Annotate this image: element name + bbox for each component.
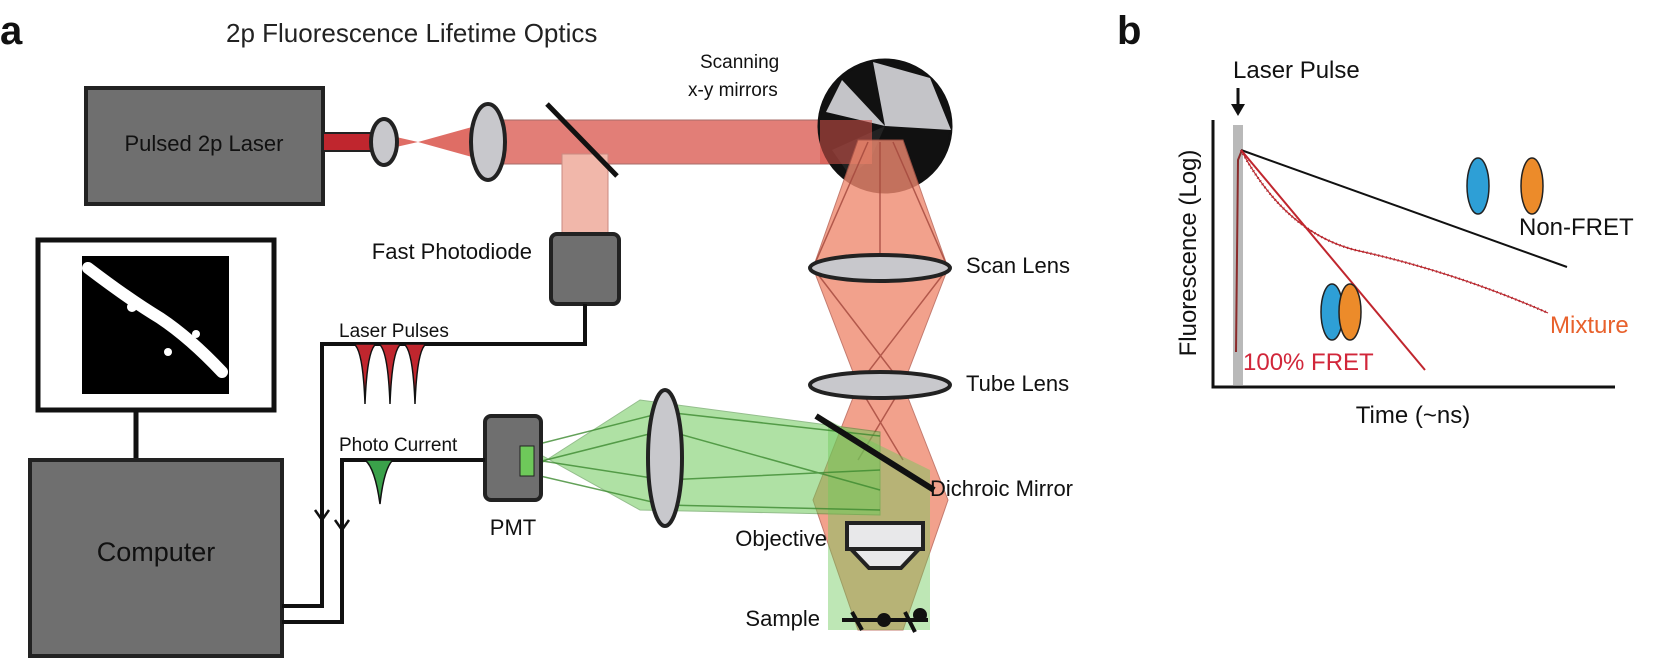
emission-lens-icon (646, 388, 684, 528)
pmt-window (519, 445, 535, 477)
excitation-beam (479, 119, 871, 165)
small-lens-icon (369, 117, 399, 167)
emission-beam (522, 399, 881, 516)
tube-lens-icon (808, 370, 952, 400)
decay-plot-axes (1211, 120, 1615, 389)
fluorescence-axis-label: Fluorescence (Log) (1175, 150, 1202, 357)
dichroic-mirror-label: Dichroic Mirror (930, 476, 1073, 501)
scan-lens-icon (808, 253, 952, 283)
computer-box (28, 458, 284, 658)
laser-pulse-icons (351, 343, 429, 405)
monitor-icon (35, 237, 277, 460)
excitation-ray-lines (812, 141, 949, 461)
photo-current-pulse-icon (362, 459, 395, 505)
large-lens-icon (469, 102, 507, 182)
non-fret-label: Non-FRET (1519, 214, 1634, 241)
fret-label: 100% FRET (1243, 349, 1374, 376)
pulsed-laser-label: Pulsed 2p Laser (125, 131, 284, 156)
scan-lens-label: Scan Lens (966, 253, 1070, 278)
objective-icon (845, 521, 925, 570)
pickoff-mirror (545, 102, 619, 178)
separated-fluorophores-icon (1466, 157, 1544, 215)
computer-label: Computer (97, 537, 216, 567)
fast-photodiode-label: Fast Photodiode (372, 239, 532, 264)
panel-a-title: 2p Fluorescence Lifetime Optics (226, 18, 597, 48)
panel-a-letter: a (0, 9, 23, 53)
fast-photodiode-box (549, 232, 621, 306)
tube-lens-label: Tube Lens (966, 371, 1069, 396)
non-fret-curve (1240, 149, 1568, 268)
decay-curves (1235, 149, 1568, 371)
pulsed-laser-box (84, 86, 325, 206)
mixture-curve-line (1240, 149, 1549, 314)
pmt-label: PMT (490, 515, 536, 540)
dichroic-mirror (814, 413, 936, 493)
objective-label: Objective (735, 526, 827, 551)
paired-fluorophores-icon (1320, 283, 1362, 341)
scanning-label-line1: Scanning (700, 52, 779, 73)
rise-edge (1235, 149, 1243, 353)
time-axis-label: Time (~ns) (1356, 402, 1470, 429)
fret-curve (1240, 149, 1426, 371)
mixture-label: Mixture (1550, 312, 1629, 339)
signal-wires (282, 304, 587, 624)
wire-arrow-icons (313, 509, 351, 533)
beam-expander-cone (383, 122, 490, 162)
sample-label: Sample (745, 606, 820, 631)
laser-pulses-label: Laser Pulses (339, 321, 449, 342)
laser-pulse-arrow-icon (1231, 88, 1245, 116)
scanning-mirrors-icon (817, 58, 953, 194)
photodiode-beam (561, 153, 609, 235)
mixture-curve (1239, 149, 1549, 315)
scanning-label-line2: x-y mirrors (688, 80, 778, 101)
sample-neuron-icon (842, 608, 928, 633)
panel-b-letter: b (1117, 9, 1141, 53)
photo-current-label: Photo Current (339, 435, 458, 456)
laser-pulse-label: Laser Pulse (1233, 57, 1360, 84)
